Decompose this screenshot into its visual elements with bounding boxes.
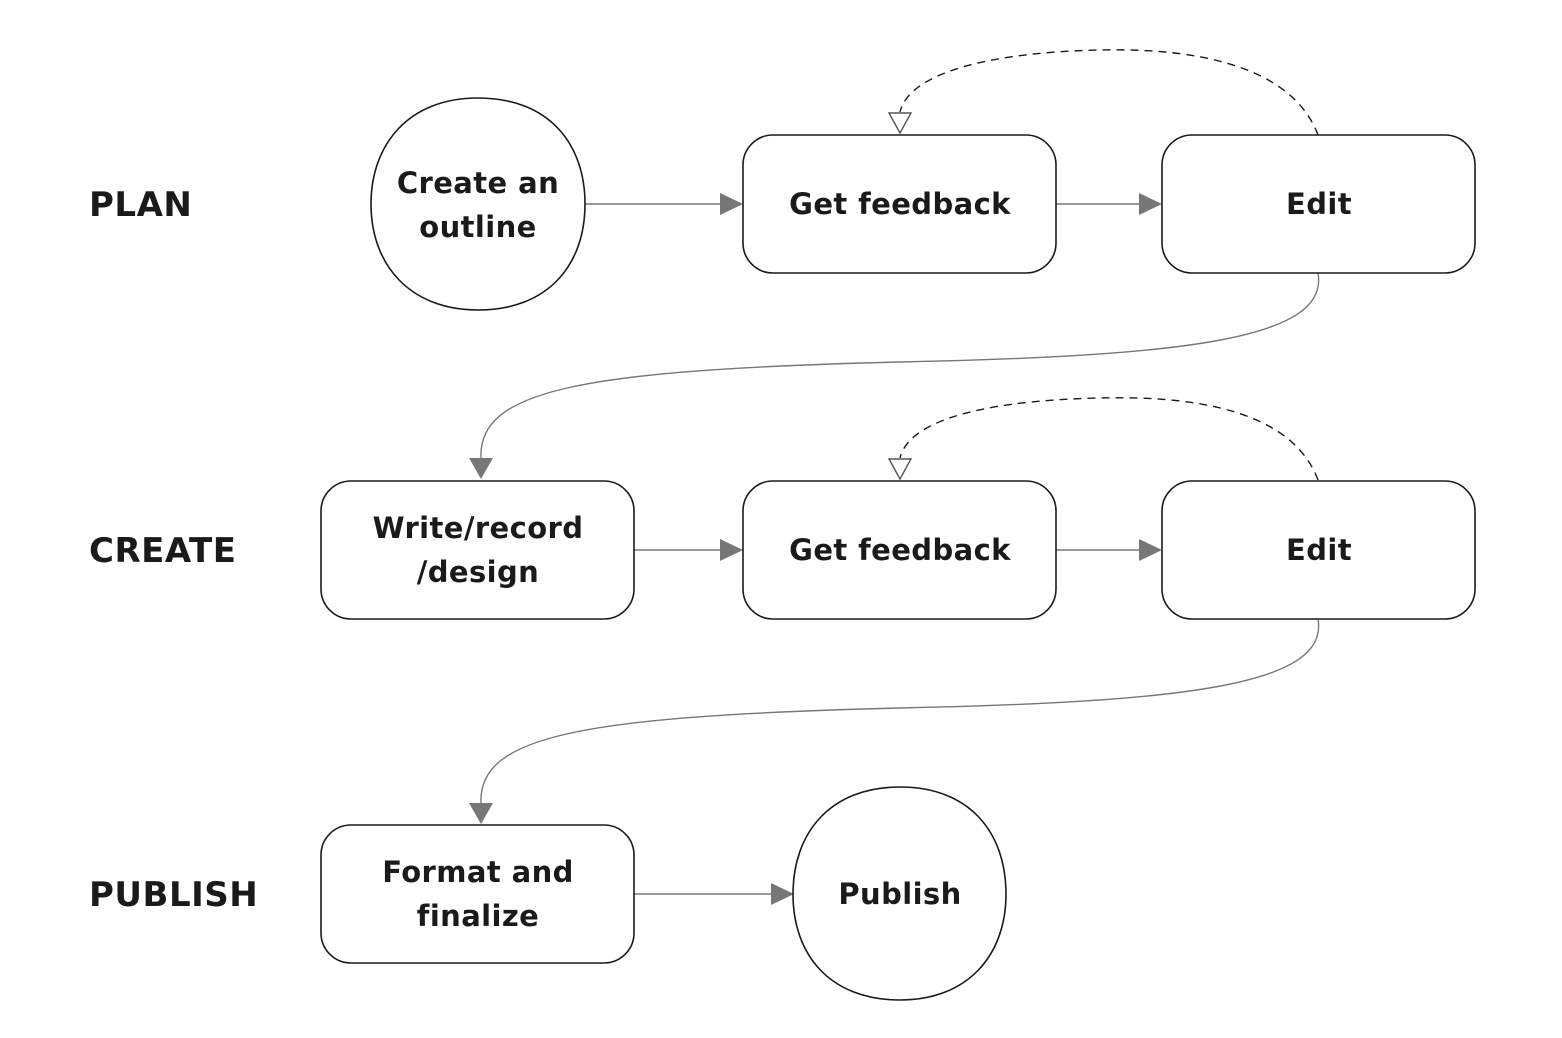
node-create-edit-shape: [1161, 480, 1476, 620]
node-write-record-design[interactable]: Write/record /design: [320, 480, 635, 620]
node-plan-get-feedback[interactable]: Get feedback: [742, 134, 1057, 274]
node-create-get-feedback[interactable]: Get feedback: [742, 480, 1057, 620]
node-publish[interactable]: Publish: [792, 786, 1007, 1001]
node-format-finalize[interactable]: Format and finalize: [320, 824, 635, 964]
node-create-edit-label: Edit: [1286, 533, 1352, 567]
node-create-edit[interactable]: Edit: [1161, 480, 1476, 620]
arrow-create-edit-to-format: [469, 803, 493, 824]
arrow-plan-feedback-to-edit: [1139, 193, 1162, 215]
node-write-record-design-line2: /design: [417, 555, 539, 589]
node-plan-edit-shape: [1161, 134, 1476, 274]
edge-create-edit-to-format: [480, 618, 1320, 804]
arrow-write-to-feedback: [720, 539, 743, 561]
node-publish-label: Publish: [838, 877, 961, 911]
edge-plan-edit-loop-back: [899, 49, 1319, 136]
node-plan-get-feedback-shape: [742, 134, 1057, 274]
node-plan-edit-label: Edit: [1286, 187, 1352, 221]
phase-label-publish: PUBLISH: [89, 875, 258, 915]
edge-create-edit-loop-back: [899, 397, 1319, 481]
node-create-outline-shape: [370, 97, 586, 311]
arrow-plan-edit-to-write: [469, 458, 493, 479]
node-create-get-feedback-label: Get feedback: [789, 533, 1011, 567]
phase-label-create: CREATE: [89, 531, 236, 571]
arrow-create-loop-back: [887, 458, 913, 481]
node-plan-get-feedback-label: Get feedback: [789, 187, 1011, 221]
node-create-outline-line1: Create an: [397, 166, 559, 200]
node-format-finalize-shape: [320, 824, 635, 964]
node-create-outline-line2: outline: [419, 210, 536, 244]
node-create-get-feedback-shape: [742, 480, 1057, 620]
node-publish-shape: [792, 786, 1007, 1001]
nodes: Create an outline Get feedback Edit Writ…: [320, 97, 1476, 1001]
edges: [469, 49, 1320, 905]
phase-label-plan: PLAN: [89, 185, 192, 225]
arrow-format-to-publish: [771, 883, 794, 905]
node-write-record-design-line1: Write/record: [373, 511, 584, 545]
arrow-outline-to-feedback: [720, 193, 743, 215]
node-format-finalize-line2: finalize: [417, 899, 539, 933]
node-write-record-design-shape: [320, 480, 635, 620]
node-plan-edit[interactable]: Edit: [1161, 134, 1476, 274]
arrow-plan-loop-back: [887, 112, 913, 135]
node-format-finalize-line1: Format and: [382, 855, 574, 889]
node-create-outline[interactable]: Create an outline: [370, 97, 586, 311]
edge-plan-edit-to-write: [480, 272, 1320, 459]
phase-labels: PLAN CREATE PUBLISH: [89, 185, 258, 915]
arrow-create-feedback-to-edit: [1139, 539, 1162, 561]
